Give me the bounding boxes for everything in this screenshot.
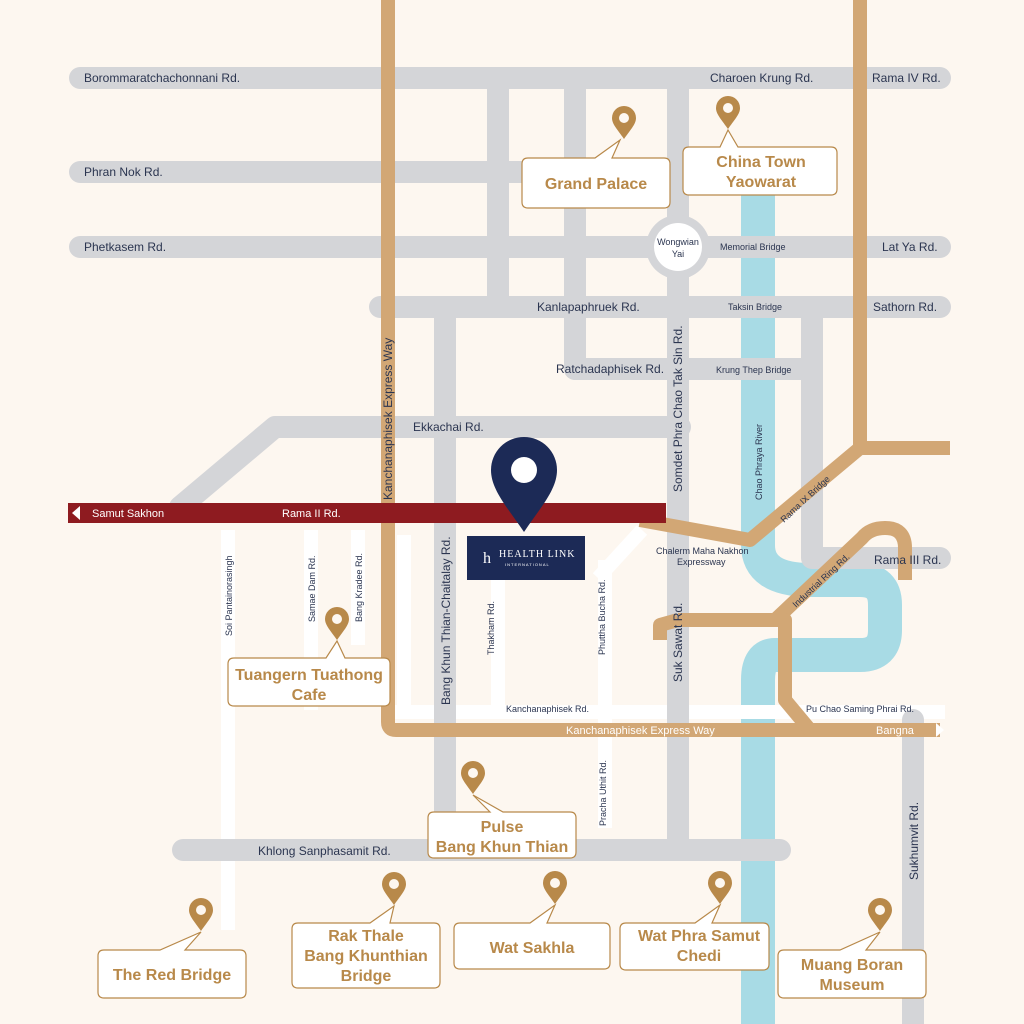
pin-hole xyxy=(389,879,399,889)
poi-wat-phra-samut[interactable]: Wat Phra Samut Chedi xyxy=(619,871,770,971)
location-pin-hole xyxy=(511,457,537,483)
label-somdet-phra: Somdet Phra Chao Tak Sin Rd. xyxy=(671,325,685,492)
label-bang-khun-thian-chaitalay: Bang Khun Thian-Chaitalay Rd. xyxy=(439,536,453,705)
poi-label-line1: China Town xyxy=(716,154,805,171)
poi-label-line1: Muang Boran xyxy=(801,957,903,974)
label-sai-pantainorasingh: Soi Pantainorasingh xyxy=(224,555,234,636)
label-phran-nok: Phran Nok Rd. xyxy=(84,165,163,179)
samut-sakhon-arrow-icon xyxy=(72,506,80,520)
label-pu-chao: Pu Chao Saming Phrai Rd. xyxy=(806,704,914,714)
pin-hole xyxy=(619,113,629,123)
poi-label-line2: Cafe xyxy=(292,687,327,704)
callout-box xyxy=(427,794,577,859)
location-pin-icon xyxy=(491,437,557,532)
callout-box xyxy=(521,138,671,209)
chao-phraya-river xyxy=(741,195,902,1024)
label-rama-iii: Rama III Rd. xyxy=(874,553,941,567)
poi-red-bridge[interactable]: The Red Bridge xyxy=(97,898,247,999)
poi-pulse[interactable]: Pulse Bang Khun Thian xyxy=(427,761,577,859)
label-chalerm-2: Expressway xyxy=(677,557,726,567)
label-pracha-uthit: Pracha Uthit Rd. xyxy=(598,760,608,826)
poi-tuangern-cafe[interactable]: Tuangern Tuathong Cafe xyxy=(227,607,391,707)
label-chao-phraya-river: Chao Phraya River xyxy=(754,424,764,500)
label-suk-sawat: Suk Sawat Rd. xyxy=(671,603,685,682)
poi-grand-palace[interactable]: Grand Palace xyxy=(521,106,671,209)
bangna-arrow-icon xyxy=(936,723,944,737)
health-link-logo-box xyxy=(467,536,585,580)
label-memorial-bridge: Memorial Bridge xyxy=(720,242,786,252)
label-bang-kradee: Bang Kradee Rd. xyxy=(354,553,364,622)
callout-box xyxy=(291,904,441,989)
poi-china-town[interactable]: China Town Yaowarat xyxy=(682,96,838,196)
label-sathorn: Sathorn Rd. xyxy=(873,300,937,314)
poi-label-line2: Museum xyxy=(820,977,885,994)
label-borommaratchachonnani: Borommaratchachonnani Rd. xyxy=(84,71,240,85)
label-ratchadaphisek: Ratchadaphisek Rd. xyxy=(556,362,664,376)
pin-hole xyxy=(715,878,725,888)
pin-hole xyxy=(468,768,478,778)
poi-label: The Red Bridge xyxy=(113,967,231,984)
poi-label-line1: Pulse xyxy=(481,819,524,836)
poi-label-line1: Rak Thale xyxy=(328,928,404,945)
label-kanchanaphisek-expressway-v: Kanchanaphisek Express Way xyxy=(381,338,395,500)
label-lat-ya: Lat Ya Rd. xyxy=(882,240,938,254)
label-kanlapaphruek: Kanlapaphruek Rd. xyxy=(537,300,640,314)
wongwian-yai-center xyxy=(654,223,702,271)
callout-box xyxy=(453,903,611,970)
poi-label: Grand Palace xyxy=(545,176,647,193)
label-krung-thep-bridge: Krung Thep Bridge xyxy=(716,365,791,375)
label-thakham: Thakham Rd. xyxy=(486,601,496,655)
callout-box xyxy=(777,931,927,999)
callout-box xyxy=(97,931,247,999)
label-samae-dam: Samae Dam Rd. xyxy=(307,555,317,622)
label-kanchanaphisek-rd: Kanchanaphisek Rd. xyxy=(506,704,589,714)
label-sukhumvit: Sukhumvit Rd. xyxy=(907,802,921,880)
health-link-logo-text: HEALTH LINK xyxy=(499,549,575,560)
poi-label-line3: Bridge xyxy=(341,968,392,985)
poi-label-line2: Bang Khun Thian xyxy=(436,839,568,856)
pin-hole xyxy=(196,905,206,915)
pin-hole xyxy=(550,878,560,888)
label-ekkachai: Ekkachai Rd. xyxy=(413,420,484,434)
label-bangna: Bangna xyxy=(876,725,915,737)
poi-label-line2: Bang Khunthian xyxy=(304,948,428,965)
poi-muang-boran[interactable]: Muang Boran Museum xyxy=(777,898,927,999)
label-chalerm-1: Chalerm Maha Nakhon xyxy=(656,546,749,556)
callout-box xyxy=(227,639,391,707)
label-wongwian-yai: Yai xyxy=(672,249,684,259)
poi-rak-thale[interactable]: Rak Thale Bang Khunthian Bridge xyxy=(291,872,441,989)
callout-box xyxy=(682,128,838,196)
poi-label: Wat Sakhla xyxy=(490,940,575,957)
poi-label-line1: Tuangern Tuathong xyxy=(235,667,383,684)
pin-hole xyxy=(723,103,733,113)
destination-marker[interactable]: h HEALTH LINK INTERNATIONAL xyxy=(467,437,585,580)
callout-box xyxy=(619,903,770,971)
expressways xyxy=(381,0,950,737)
poi-label-line1: Wat Phra Samut xyxy=(638,928,761,945)
label-kanchanaphisek-expressway-h: Kanchanaphisek Express Way xyxy=(566,725,715,737)
pin-hole xyxy=(875,905,885,915)
label-samut-sakhon: Samut Sakhon xyxy=(92,508,164,520)
label-rama-iv: Rama IV Rd. xyxy=(872,71,941,85)
label-taksin-bridge: Taksin Bridge xyxy=(728,302,782,312)
poi-label-line2: Chedi xyxy=(677,948,721,965)
label-wongwian: Wongwian xyxy=(657,237,699,247)
poi-wat-sakhla[interactable]: Wat Sakhla xyxy=(453,871,611,970)
pin-hole xyxy=(332,614,342,624)
health-link-logo-subtext: INTERNATIONAL xyxy=(505,562,550,567)
label-phuttha-bucha: Phuttha Bucha Rd. xyxy=(597,579,607,655)
poi-label-line2: Yaowarat xyxy=(726,174,797,191)
health-link-monogram: h xyxy=(483,550,492,567)
label-charoen-krung: Charoen Krung Rd. xyxy=(710,71,813,85)
label-rama-ii: Rama II Rd. xyxy=(282,508,341,520)
label-khlong-sanphasamit: Khlong Sanphasamit Rd. xyxy=(258,844,391,858)
label-phetkasem: Phetkasem Rd. xyxy=(84,240,166,254)
poi-callouts: Grand Palace China Town Yaowarat Tuanger… xyxy=(97,96,927,999)
